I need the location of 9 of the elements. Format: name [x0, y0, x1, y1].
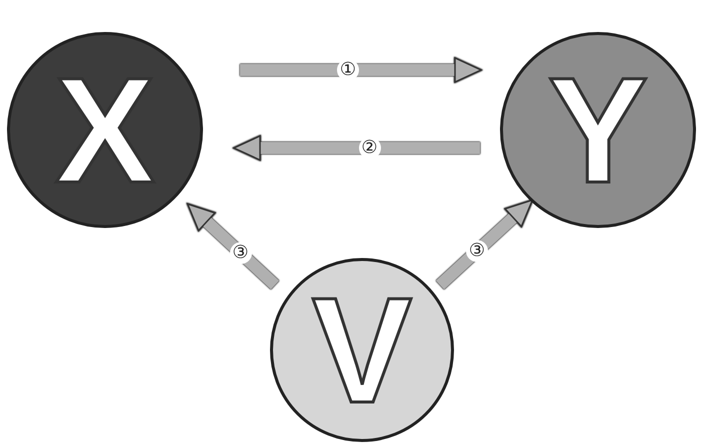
block-arrow — [233, 135, 480, 161]
edge-label: ③ — [230, 242, 252, 264]
block-arrow — [240, 57, 482, 83]
node-letter: Y — [548, 55, 648, 205]
node-letter: X — [54, 55, 156, 205]
block-arrow — [436, 199, 534, 290]
node-letter: V — [312, 275, 412, 425]
edge-label: ③ — [466, 240, 488, 262]
block-arrow — [186, 203, 280, 290]
